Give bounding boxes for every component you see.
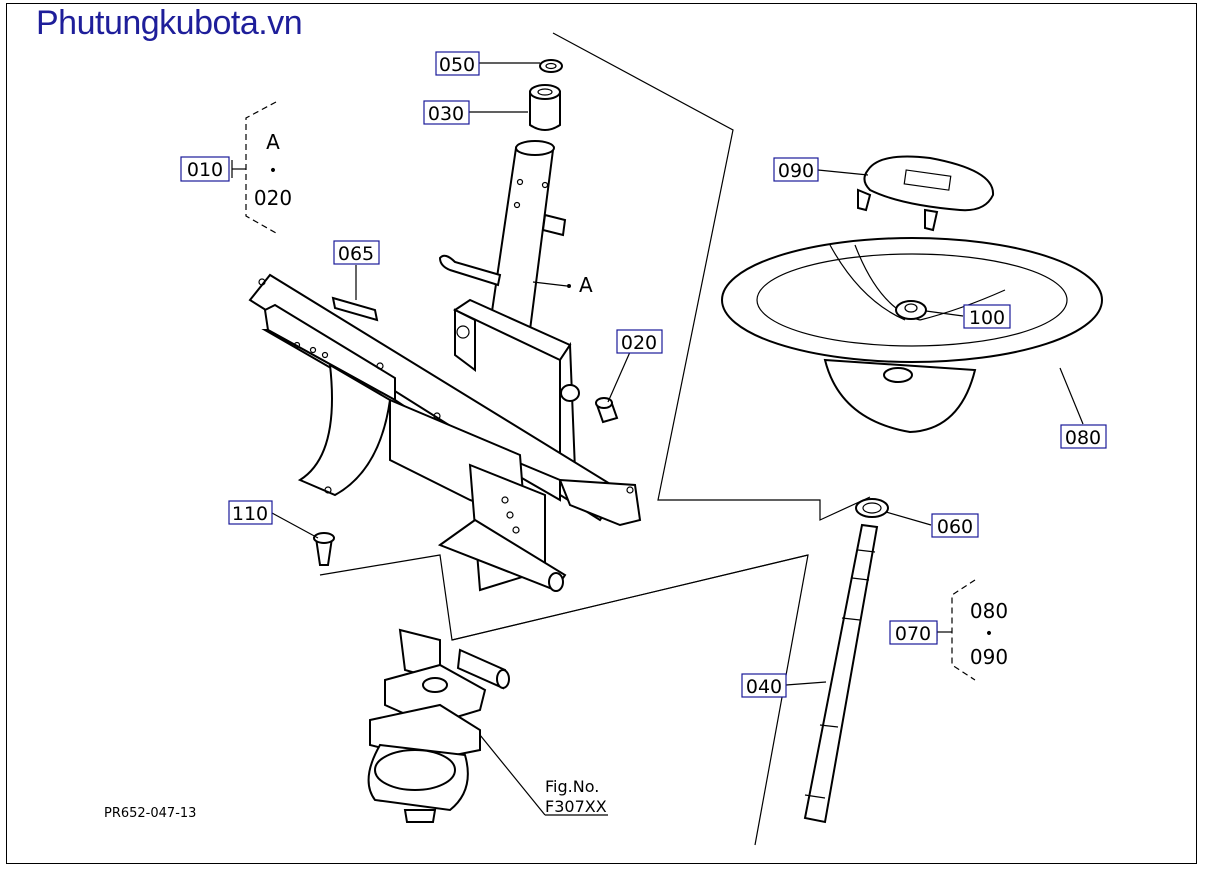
marker-a: A: [579, 273, 593, 297]
svg-text:060: 060: [937, 516, 973, 538]
callout-100[interactable]: 100: [963, 304, 1011, 329]
group-070-top: 080: [970, 599, 1008, 623]
steering-wheel: [721, 155, 1103, 434]
svg-text:100: 100: [969, 307, 1005, 329]
group-010-top: A: [266, 130, 280, 154]
callout-080[interactable]: 080: [1060, 424, 1107, 449]
svg-text:065: 065: [338, 243, 374, 265]
group-bracket-070: 080 • 090: [936, 579, 1008, 681]
svg-text:070: 070: [895, 623, 931, 645]
site-title: Phutungkubota.vn: [36, 4, 303, 42]
svg-text:110: 110: [232, 503, 268, 525]
callout-060[interactable]: 060: [931, 513, 979, 538]
fig-no-label: Fig.No.: [545, 777, 599, 796]
group-bracket-010: A • 020: [231, 101, 292, 234]
drawing-frame: [6, 3, 1197, 864]
callout-030[interactable]: 030: [423, 100, 470, 125]
assembly-boundary-lines: [319, 32, 871, 846]
group-010-dot: •: [269, 163, 277, 179]
svg-text:020: 020: [621, 332, 657, 354]
callout-050[interactable]: 050: [435, 51, 480, 76]
callout-070[interactable]: 070: [889, 620, 938, 645]
svg-text:080: 080: [1065, 427, 1101, 449]
callout-010[interactable]: 010: [180, 156, 230, 182]
group-070-dot: •: [985, 626, 993, 642]
bolt-110: [313, 532, 335, 566]
callout-110[interactable]: 110: [228, 500, 273, 525]
group-010-bottom: 020: [254, 186, 292, 210]
steering-gear: [367, 628, 510, 823]
svg-text:010: 010: [187, 159, 223, 181]
leader-lines: [271, 62, 1084, 816]
fig-no-number[interactable]: F307XX: [545, 797, 607, 816]
svg-text:050: 050: [439, 54, 475, 76]
drawing-code: PR652-047-13: [104, 806, 196, 821]
svg-text:040: 040: [746, 676, 782, 698]
callout-020[interactable]: 020: [616, 329, 663, 354]
svg-text:030: 030: [428, 103, 464, 125]
steering-shaft: [803, 498, 889, 824]
group-070-bottom: 090: [970, 645, 1008, 669]
callout-090[interactable]: 090: [773, 157, 819, 182]
callout-065[interactable]: 065: [333, 240, 380, 265]
svg-text:090: 090: [778, 160, 814, 182]
callout-040[interactable]: 040: [741, 673, 787, 698]
steering-column: A: [438, 59, 619, 482]
frame-bracket: [248, 273, 642, 592]
